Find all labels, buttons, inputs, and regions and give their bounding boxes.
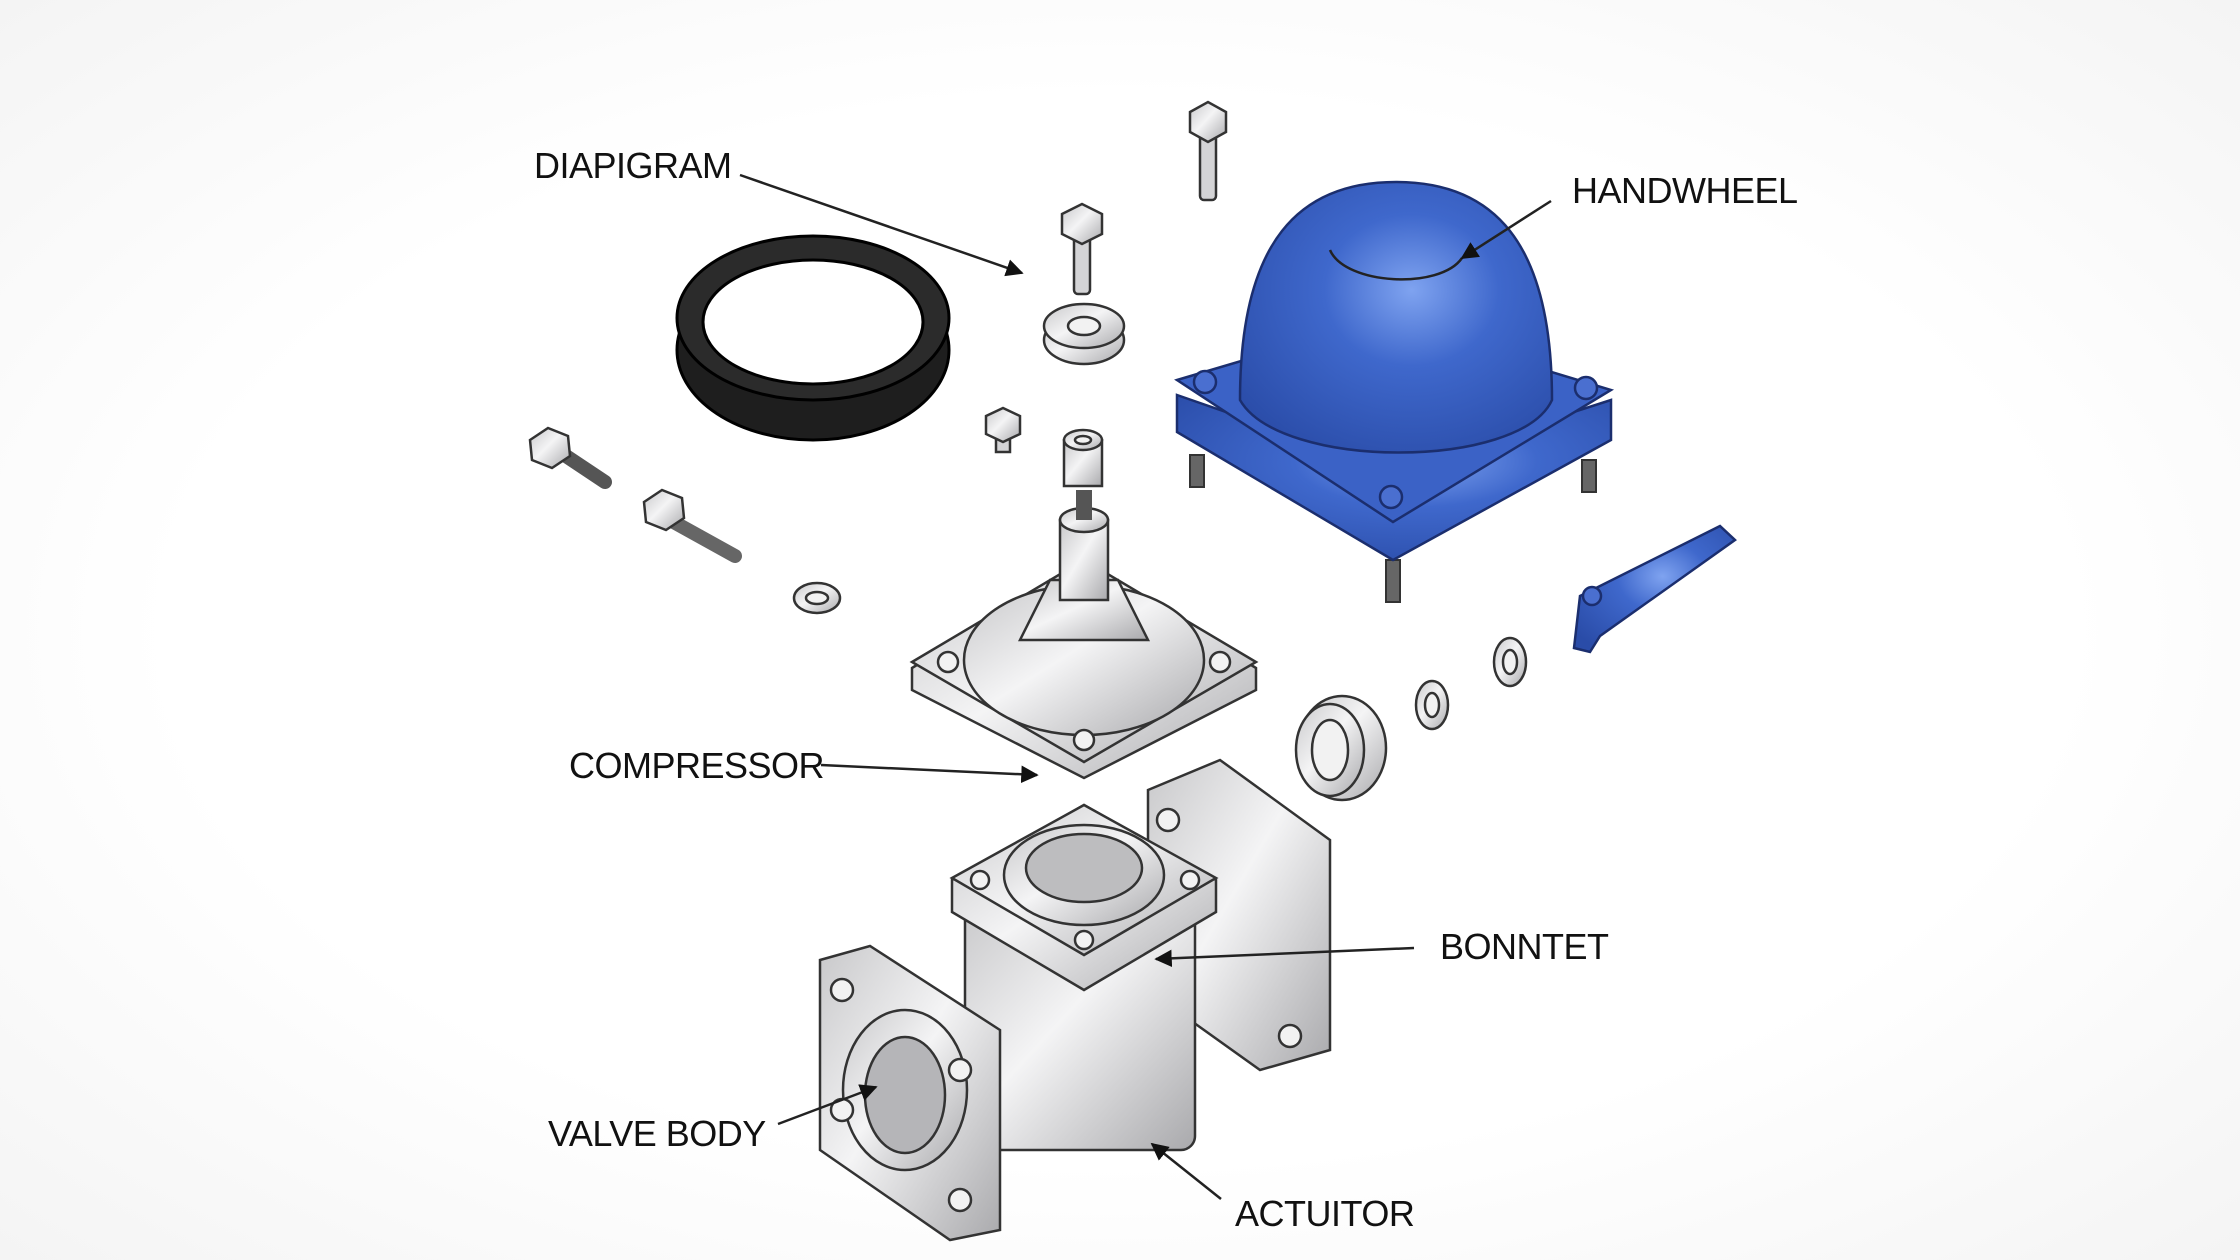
handwheel-housing bbox=[1174, 180, 1615, 603]
label-compressor: COMPRESSOR bbox=[569, 745, 824, 786]
washer-small-left bbox=[792, 581, 842, 615]
leader-valve-body bbox=[777, 1084, 878, 1126]
washer-thick bbox=[1042, 302, 1126, 366]
label-valve-body: VALVE BODY bbox=[548, 1113, 766, 1154]
bolt-left-1 bbox=[528, 426, 612, 489]
diaphragm-ring bbox=[675, 234, 951, 442]
valve-body bbox=[818, 758, 1332, 1242]
compressor-part bbox=[909, 490, 1259, 780]
label-actuator: ACTUITOR bbox=[1235, 1193, 1414, 1234]
bolt-upper-middle bbox=[1060, 202, 1104, 296]
leader-compressor bbox=[820, 763, 1039, 784]
leader-handwheel bbox=[1460, 199, 1552, 260]
bolt-top bbox=[1188, 100, 1228, 202]
nut-small bbox=[984, 406, 1022, 454]
label-bonnet: BONNTET bbox=[1440, 926, 1609, 967]
spacer-sleeve bbox=[1062, 428, 1104, 488]
label-handwheel: HANDWHEEL bbox=[1572, 170, 1798, 211]
washers-right bbox=[1294, 636, 1528, 802]
leader-diaphragm bbox=[739, 173, 1024, 277]
label-diaphragm: DIAPIGRAM bbox=[534, 145, 732, 186]
lever-handle bbox=[1572, 524, 1737, 654]
bolt-left-2 bbox=[642, 488, 742, 563]
leader-actuator bbox=[1150, 1142, 1222, 1200]
leader-bonnet bbox=[1154, 946, 1415, 968]
